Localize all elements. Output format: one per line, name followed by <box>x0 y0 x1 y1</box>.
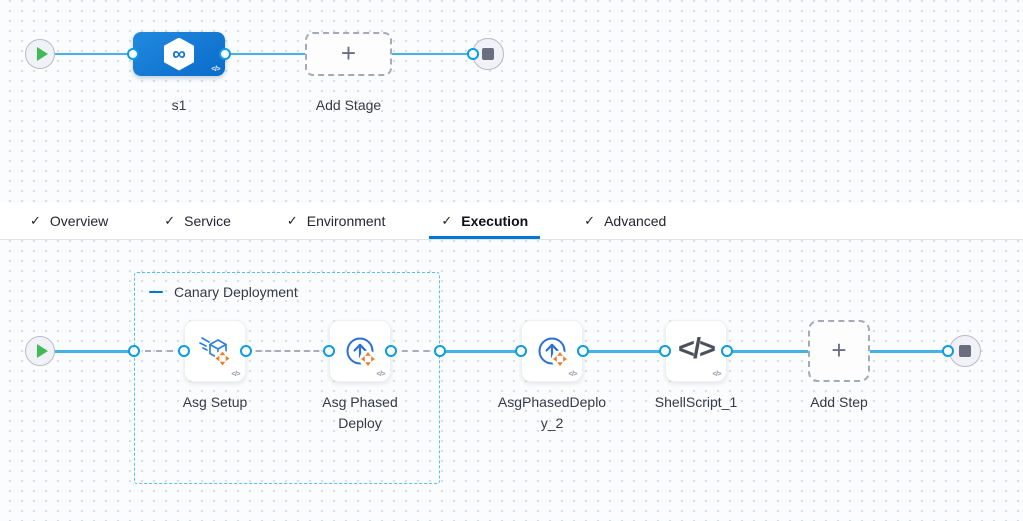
connector-line <box>727 350 808 353</box>
tab-execution[interactable]: ✓ Execution <box>429 203 541 239</box>
stop-icon <box>959 345 971 357</box>
add-stage-button[interactable]: + <box>305 32 392 76</box>
connector-dot <box>942 345 954 357</box>
active-tab-underline <box>429 236 541 239</box>
tab-label: Service <box>184 213 231 229</box>
check-icon: ✓ <box>584 213 596 228</box>
connector-dot <box>721 345 733 357</box>
stage-config-tabs: ✓ Overview ✓ Service ✓ Environment ✓ Exe… <box>0 203 1023 240</box>
stage-node-s1[interactable]: ∞ </> <box>133 32 225 76</box>
pipeline-start-node <box>25 39 55 69</box>
connector-line <box>55 350 134 353</box>
stage-label: s1 <box>171 97 187 113</box>
step-label: ShellScript_1 <box>654 394 738 410</box>
check-icon: ✓ <box>286 213 298 228</box>
step-card-asg-setup[interactable]: </> <box>184 320 246 382</box>
plus-icon: + <box>831 335 847 365</box>
step-group-canary-deployment: Canary Deployment <box>134 272 440 484</box>
dashed-connector-line <box>246 350 329 352</box>
connector-dot <box>128 345 140 357</box>
asg-setup-icon <box>199 337 231 367</box>
add-stage-label: Add Stage <box>315 97 382 113</box>
add-step-button[interactable]: + <box>808 320 870 382</box>
connector-dot <box>659 345 671 357</box>
connector-dot <box>467 48 479 60</box>
execution-end-node <box>949 335 981 367</box>
connector-dot <box>240 345 252 357</box>
add-step-label: Add Step <box>810 394 868 410</box>
step-label: AsgPhasedDeploy_2 <box>497 394 607 431</box>
stage-graph-canvas[interactable]: ∞ </> + s1 Add Stage <box>0 0 1023 203</box>
tab-label: Overview <box>49 213 109 229</box>
step-label: Asg Setup <box>182 394 248 410</box>
play-icon <box>36 47 48 61</box>
execution-start-node <box>25 336 55 366</box>
check-icon: ✓ <box>30 213 41 228</box>
connector-line <box>225 52 305 55</box>
group-title: Canary Deployment <box>174 284 298 300</box>
connector-dot <box>515 345 527 357</box>
connector-line <box>870 350 948 353</box>
plus-icon: + <box>340 38 357 68</box>
code-badge-icon: </> <box>211 66 220 73</box>
connector-dot <box>577 345 589 357</box>
connector-line <box>583 350 665 353</box>
asg-phased-deploy-icon <box>346 337 377 368</box>
play-icon <box>36 344 48 358</box>
group-header: Canary Deployment <box>149 284 298 300</box>
step-card-asg-phased-deploy[interactable]: </> <box>329 320 391 382</box>
connector-dot <box>178 345 190 357</box>
connector-dot <box>385 345 397 357</box>
dashed-connector-line <box>134 350 184 352</box>
execution-graph-canvas[interactable]: Canary Deployment </> <box>0 240 1023 521</box>
tab-label: Environment <box>306 213 386 229</box>
tab-label: Advanced <box>604 213 667 229</box>
code-badge-icon: </> <box>231 371 240 378</box>
tab-overview[interactable]: ✓ Overview <box>18 203 120 239</box>
code-badge-icon: </> <box>568 371 577 378</box>
check-icon: ✓ <box>164 213 176 228</box>
tab-environment[interactable]: ✓ Environment <box>275 203 398 239</box>
code-badge-icon: </> <box>376 371 385 378</box>
connector-line <box>440 350 521 353</box>
asg-phased-deploy-icon <box>538 337 569 368</box>
connector-dot <box>127 48 139 60</box>
check-icon: ✓ <box>441 213 453 228</box>
code-badge-icon: </> <box>712 371 721 378</box>
tab-service[interactable]: ✓ Service <box>152 203 243 239</box>
tab-advanced[interactable]: ✓ Advanced <box>572 203 678 239</box>
connector-dot <box>434 345 446 357</box>
tab-label: Execution <box>461 213 529 229</box>
cd-stage-icon: ∞ <box>164 37 194 71</box>
step-card-asg-phased-deploy-2[interactable]: </> <box>521 320 583 382</box>
step-label: Asg Phased Deploy <box>322 394 398 431</box>
collapse-icon[interactable] <box>149 290 163 294</box>
connector-dot <box>323 345 335 357</box>
stop-icon <box>482 48 494 60</box>
connector-line <box>55 52 133 55</box>
step-card-shellscript-1[interactable]: </> </> <box>665 320 727 382</box>
connector-dot <box>219 48 231 60</box>
connector-line <box>392 52 473 55</box>
shell-script-icon: </> <box>678 332 716 365</box>
dashed-connector-line <box>391 350 440 352</box>
